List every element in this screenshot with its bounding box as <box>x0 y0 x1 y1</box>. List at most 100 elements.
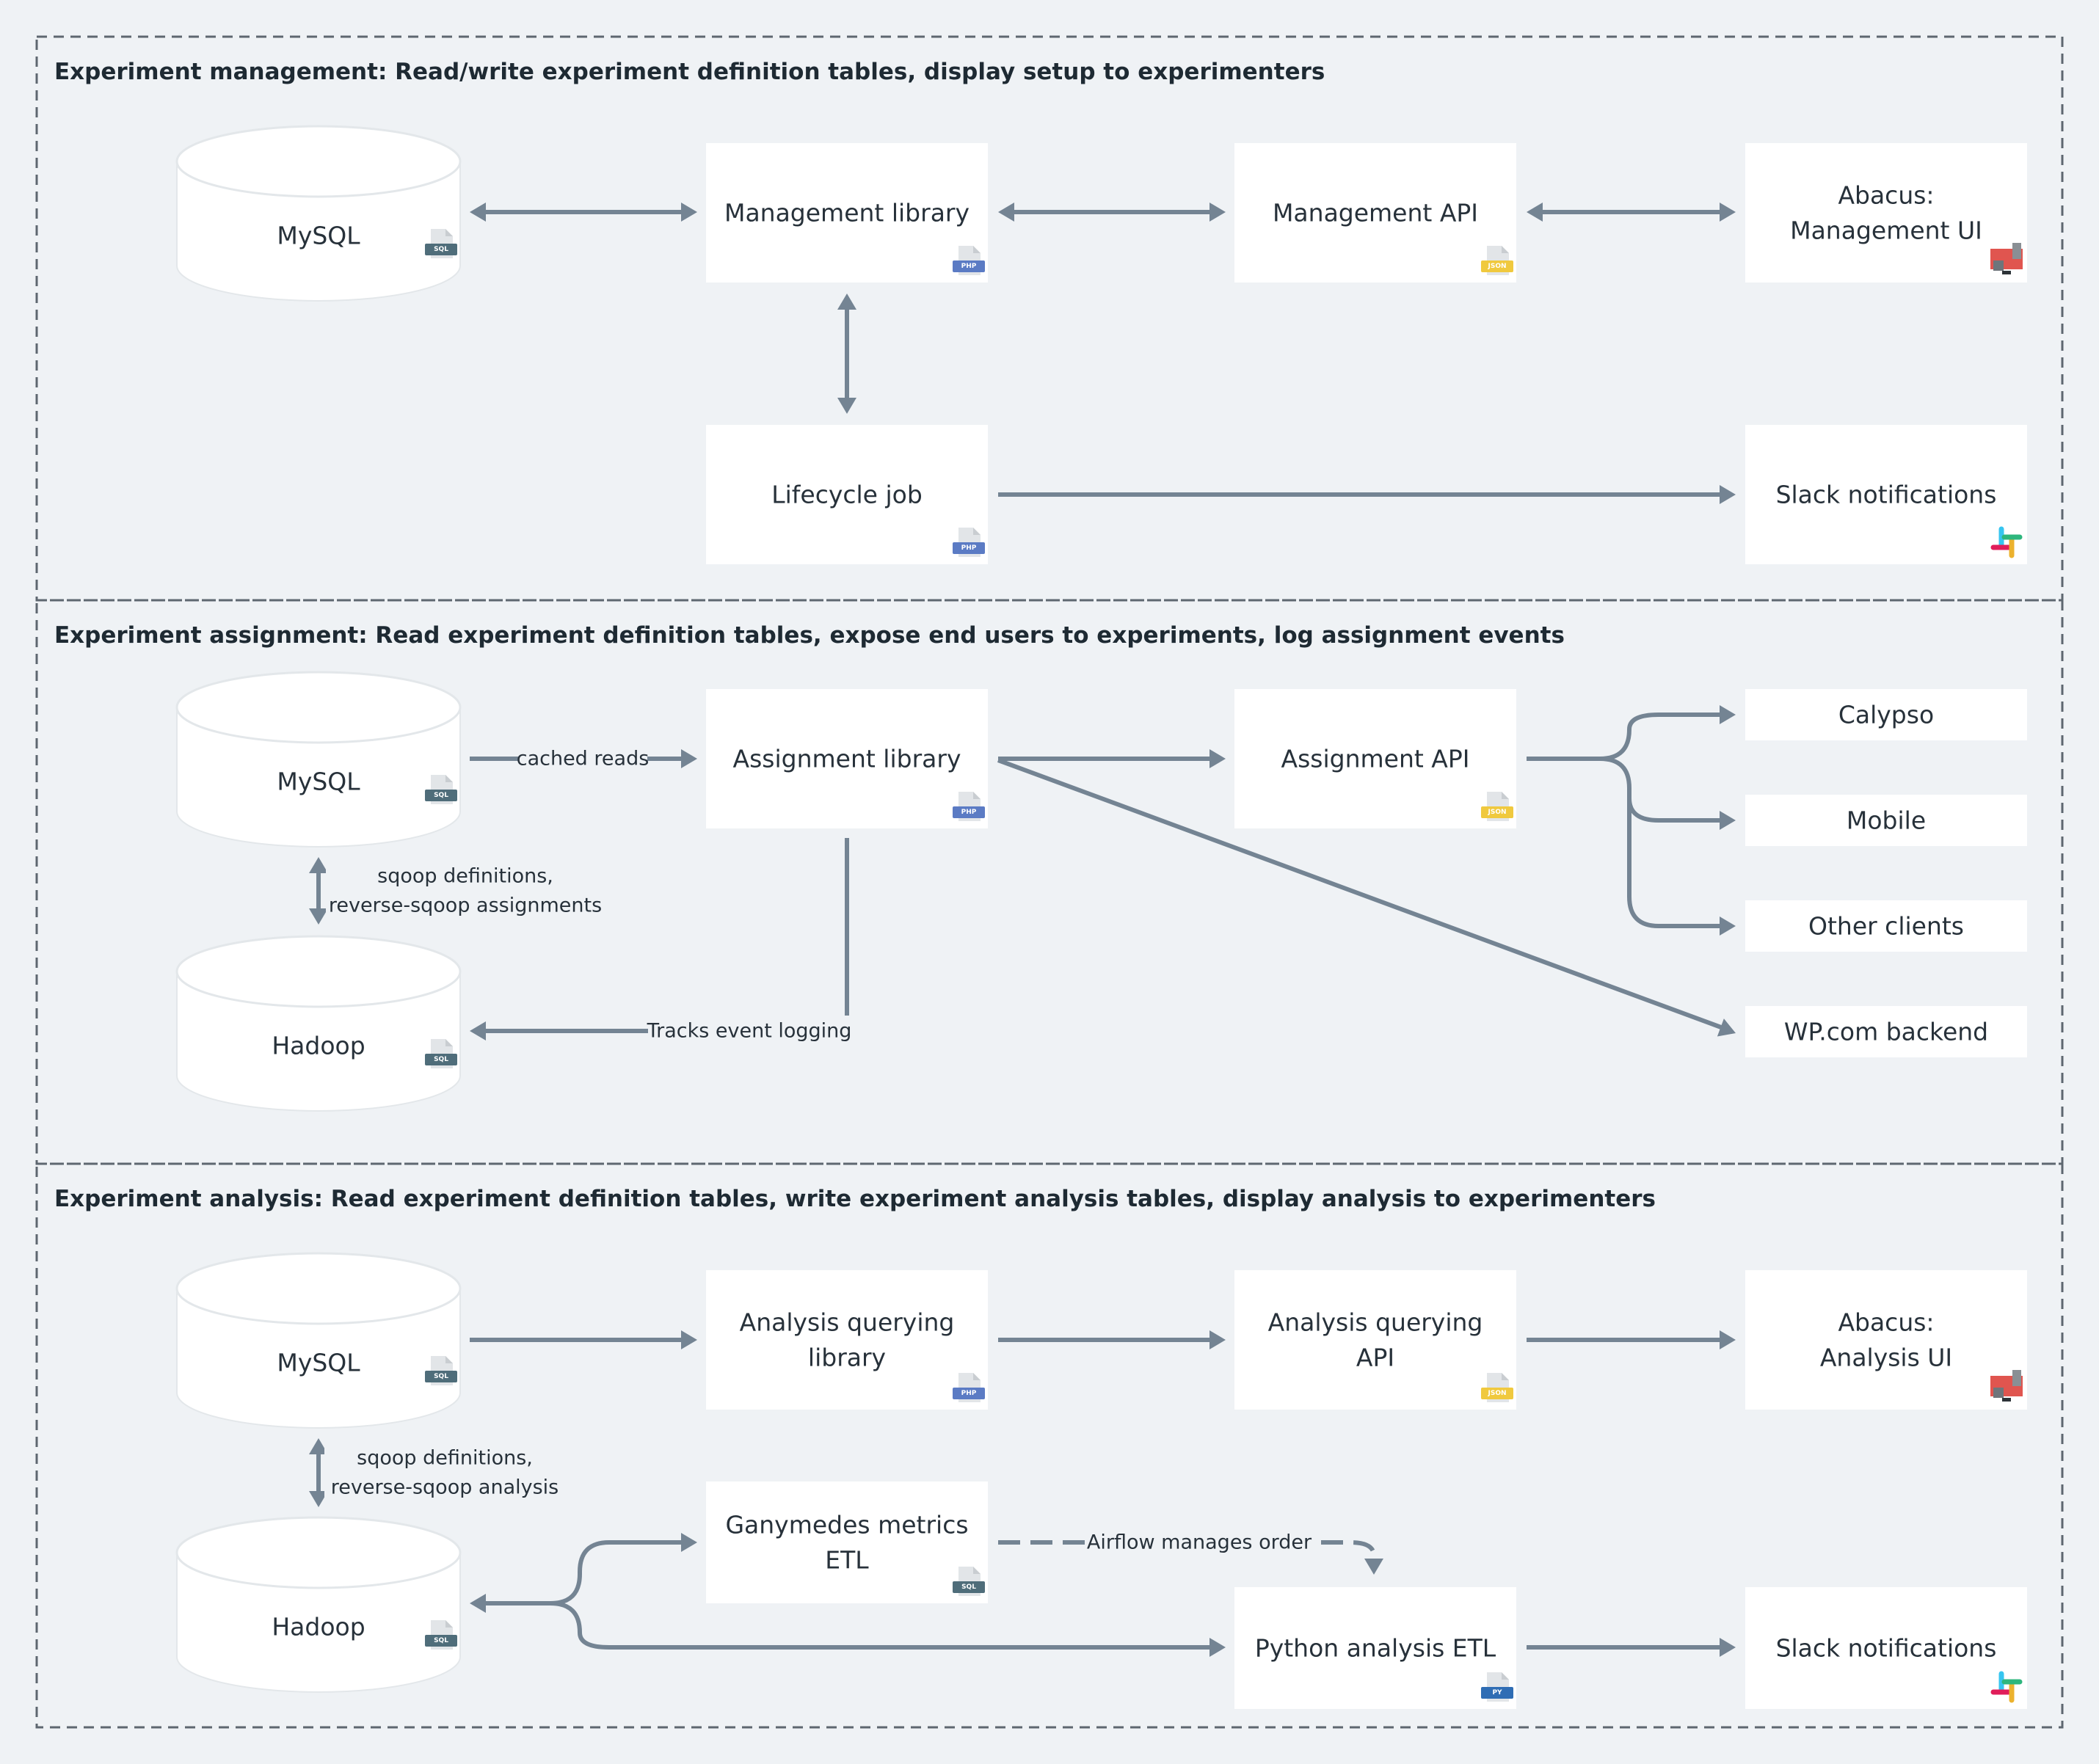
arrowhead <box>470 203 486 222</box>
node-box <box>706 143 988 283</box>
cylinder-top <box>175 125 462 198</box>
edge-hadoop-ganymedes <box>484 1540 683 1606</box>
node-asg-api[interactable]: Assignment API JSON <box>1234 689 1516 828</box>
sql-file-icon: SQL <box>425 1620 457 1650</box>
php-file-icon: PHP <box>953 528 985 557</box>
section-title: Experiment assignment: Read experiment d… <box>54 622 1565 649</box>
arrowhead <box>309 857 328 873</box>
php-file-icon: PHP <box>953 792 985 821</box>
section-title: Experiment analysis: Read experiment def… <box>54 1186 1656 1212</box>
edge-label-text: sqoop definitions,reverse-sqoop assignme… <box>329 865 602 917</box>
node-box <box>1745 900 2027 952</box>
node-label: Assignment library <box>733 745 961 773</box>
node-box <box>706 425 988 564</box>
svg-text:JSON: JSON <box>1487 263 1506 270</box>
slack-icon <box>1990 1671 2023 1703</box>
section-assignment: Experiment assignment: Read experiment d… <box>35 599 2064 1165</box>
node-label: Management API <box>1273 199 1478 227</box>
svg-text:SQL: SQL <box>434 1637 448 1644</box>
node-other-clients[interactable]: Other clients <box>1745 900 2027 952</box>
svg-text:SQL: SQL <box>434 246 448 253</box>
arrowhead <box>470 1021 486 1040</box>
arrowhead <box>1209 749 1226 768</box>
node-label: Python analysis ETL <box>1255 1634 1496 1663</box>
node-mgmt-api[interactable]: Management API JSON <box>1234 143 1516 283</box>
svg-text:SQL: SQL <box>961 1583 976 1591</box>
monitor-icon <box>1990 1370 2023 1402</box>
node-mgmt-ui[interactable]: Abacus:Management UI <box>1745 143 2027 283</box>
arrowhead <box>1527 203 1543 222</box>
node-wpcom-backend[interactable]: WP.com backend <box>1745 1006 2027 1057</box>
arrowhead <box>309 1491 328 1507</box>
edge-ganymedes-python-airflow <box>998 1540 1376 1563</box>
edge-api-other-clients <box>1627 798 1721 928</box>
node-box <box>1234 143 1516 283</box>
svg-text:PHP: PHP <box>961 809 977 816</box>
arrowhead <box>681 1533 697 1552</box>
edge-hadoop-python-etl <box>550 1601 1211 1650</box>
arrowhead <box>1720 1638 1736 1657</box>
node-mgmt-slack[interactable]: Slack notifications <box>1745 425 2027 564</box>
cylinder-top <box>175 671 462 744</box>
node-calypso[interactable]: Calypso <box>1745 689 2027 740</box>
edge-label-airflow: Airflow manages order <box>1085 1528 1314 1557</box>
arrowhead <box>1717 1018 1736 1037</box>
arrowhead <box>837 398 856 414</box>
arrowhead <box>681 1330 697 1349</box>
node-label: MySQL <box>277 1349 360 1377</box>
node-box <box>1745 1270 2027 1410</box>
sql-file-icon: SQL <box>425 229 457 258</box>
cylinder-top <box>175 1516 462 1589</box>
cylinder-top <box>175 935 462 1008</box>
node-label: Hadoop <box>272 1613 365 1641</box>
arrowhead <box>998 203 1014 222</box>
svg-text:SQL: SQL <box>434 792 448 799</box>
svg-text:SQL: SQL <box>434 1373 448 1380</box>
node-label: Slack notifications <box>1776 1634 1997 1663</box>
node-ana-slack[interactable]: Slack notifications <box>1745 1587 2027 1709</box>
arrowhead <box>1209 1330 1226 1349</box>
svg-text:JSON: JSON <box>1487 1390 1506 1397</box>
arrowhead <box>1720 1330 1736 1349</box>
node-ana-ui[interactable]: Abacus:Analysis UI <box>1745 1270 2027 1410</box>
cylinder-body <box>176 161 461 302</box>
php-file-icon: PHP <box>953 246 985 275</box>
node-mobile[interactable]: Mobile <box>1745 795 2027 846</box>
edge-label-sqoop-assignments: sqoop definitions,reverse-sqoop assignme… <box>326 860 605 922</box>
arrowhead <box>1720 916 1736 936</box>
edge-label-text: Tracks event logging <box>647 1020 852 1043</box>
json-file-icon: JSON <box>1481 246 1513 275</box>
node-label: Hadoop <box>272 1032 365 1060</box>
node-ana-mysql[interactable]: MySQL SQL <box>175 1252 462 1429</box>
node-box <box>706 689 988 828</box>
node-label: Assignment API <box>1281 745 1470 773</box>
arrowhead <box>681 203 697 222</box>
node-label: WP.com backend <box>1784 1018 1988 1046</box>
node-box <box>1234 1270 1516 1410</box>
arrowhead <box>1209 203 1226 222</box>
arrowhead <box>470 1594 486 1613</box>
node-label: Abacus:Analysis UI <box>1820 1308 1952 1372</box>
svg-text:JSON: JSON <box>1487 809 1506 816</box>
cylinder-body <box>176 1288 461 1429</box>
arrowhead <box>1364 1559 1383 1575</box>
sql-file-icon: SQL <box>425 775 457 804</box>
svg-text:PHP: PHP <box>961 1390 977 1397</box>
cylinder-body <box>176 971 461 1112</box>
